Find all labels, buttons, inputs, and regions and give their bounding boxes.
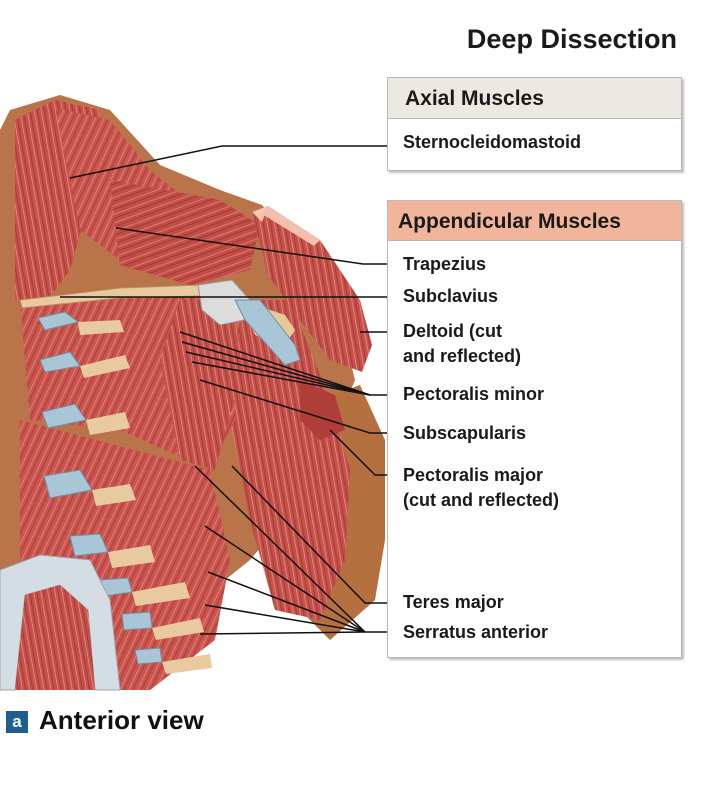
label-trapezius: Trapezius: [403, 254, 487, 274]
label-pectoralis-major-line2: (cut and reflected): [403, 490, 560, 510]
label-deltoid-line1: Deltoid (cut: [403, 321, 502, 341]
leader-sternocleidomastoid: [69, 145, 387, 179]
diagram-title: Deep Dissection: [466, 24, 677, 54]
leader-subscapularis: [199, 379, 387, 434]
label-teres-major: Teres major: [403, 592, 504, 612]
leader-pectoralis-minor-2: [181, 341, 371, 396]
leader-teres-major: [231, 465, 387, 604]
label-pectoralis-major-line1: Pectoralis major: [403, 465, 544, 485]
ribs: [37, 311, 212, 674]
label-serratus-anterior: Serratus anterior: [403, 622, 549, 642]
arm-muscles: [230, 300, 350, 620]
label-sternocleidomastoid: Sternocleidomastoid: [403, 132, 582, 152]
trapezius-region: [110, 180, 260, 285]
leader-serratus-4: [204, 604, 366, 633]
label-subclavius: Subclavius: [403, 286, 499, 306]
leader-pectoralis-minor-4: [191, 361, 371, 396]
appendicular-muscles-box: Appendicular Muscles: [387, 200, 682, 658]
label-pectoralis-minor: Pectoralis minor: [403, 384, 545, 404]
view-caption: Anterior view: [39, 705, 204, 735]
rectus-sheath: [0, 554, 121, 691]
deltoid-flap: [252, 206, 372, 372]
leader-serratus-5: [199, 631, 366, 635]
leader-lines: [60, 145, 387, 635]
leader-pectoralis-minor-3: [185, 351, 371, 396]
leader-serratus-3: [207, 571, 366, 633]
leader-trapezius: [115, 227, 387, 265]
leader-serratus-2: [204, 525, 366, 633]
appendicular-muscles-heading: Appendicular Muscles: [388, 201, 681, 241]
label-deltoid-line2: and reflected): [403, 346, 522, 366]
label-subscapularis: Subscapularis: [403, 423, 527, 443]
leader-pectoralis-major: [329, 429, 387, 476]
axial-muscles-box: Axial Muscles: [387, 77, 682, 171]
panel-letter-badge: a: [6, 711, 28, 733]
axial-muscles-heading: Axial Muscles: [388, 78, 681, 119]
